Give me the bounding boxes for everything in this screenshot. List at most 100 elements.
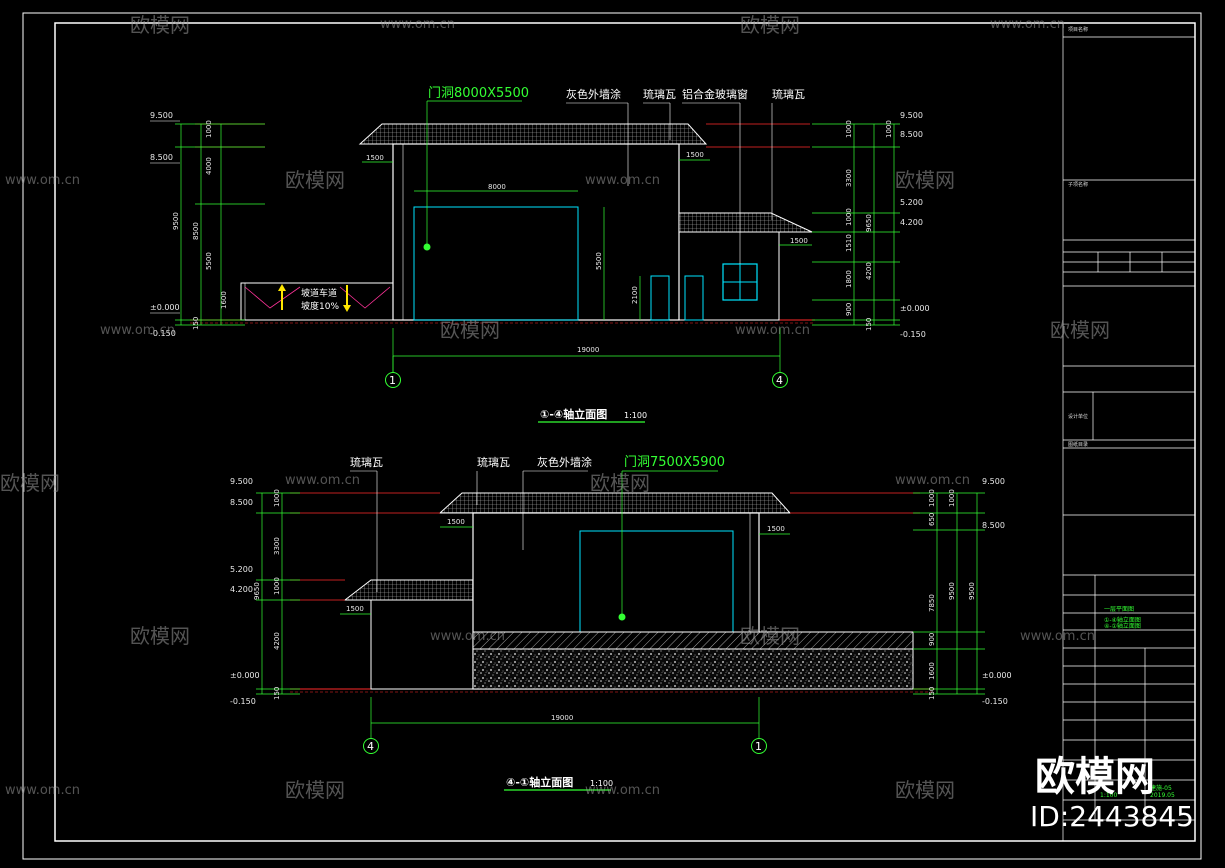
dim-text: 1500 — [366, 154, 384, 162]
tb-scale: 1:100 — [1100, 792, 1117, 799]
svg-text:欧模网: 欧模网 — [440, 318, 500, 342]
dim-text: 3300 — [845, 169, 853, 187]
svg-text:www.om.cn: www.om.cn — [585, 783, 660, 798]
big-door — [579, 530, 734, 633]
dim-text: 8000 — [488, 183, 506, 191]
title-block — [1062, 23, 1195, 841]
dim-text: 900 — [845, 303, 853, 316]
dim-total: 19000 — [551, 714, 573, 722]
tb-item: 一层平面图 — [1104, 606, 1134, 613]
dim-text: 1500 — [686, 151, 704, 159]
dim-text: 5500 — [205, 252, 213, 270]
dim-chain-left — [256, 492, 300, 695]
level-label: 8.500 — [230, 498, 253, 507]
dim-text: 9500 — [172, 212, 180, 230]
annex-roof — [678, 212, 813, 233]
elevation-bottom: 1000 3300 1000 9650 4200 150 9.500 8.500… — [230, 455, 1012, 791]
level-label: ±0.000 — [982, 671, 1012, 680]
axis-bubble-right: 4 — [772, 372, 788, 388]
inner-frame — [54, 22, 1196, 842]
dim-text: 5500 — [595, 252, 603, 270]
axis-bubble-right: 1 — [751, 738, 767, 754]
level-label: 8.500 — [900, 130, 923, 139]
tb-label: 图纸目录 — [1068, 441, 1088, 448]
dim-text: 1600 — [220, 291, 228, 309]
dim-text: 1000 — [885, 120, 893, 138]
annex-roof — [343, 579, 474, 601]
level-label: -0.150 — [900, 330, 926, 339]
svg-text:www.om.cn: www.om.cn — [585, 173, 660, 188]
level-label: ±0.000 — [230, 671, 260, 680]
dim-text: 1500 — [767, 525, 785, 533]
level-label: 5.200 — [230, 565, 253, 574]
big-door — [413, 206, 579, 321]
dim-text: 4000 — [205, 157, 213, 175]
level-label: ±0.000 — [900, 304, 930, 313]
dim-text: 9500 — [968, 582, 976, 600]
dim-text: 150 — [192, 317, 200, 330]
level-label: -0.150 — [230, 697, 256, 706]
svg-text:www.om.cn: www.om.cn — [380, 17, 455, 32]
note-tile-2: 琉璃瓦 — [477, 455, 510, 469]
svg-text:欧模网: 欧模网 — [0, 471, 60, 495]
elevation-scale: 1:100 — [590, 779, 613, 788]
small-door-1 — [650, 275, 670, 321]
svg-text:www.om.cn: www.om.cn — [735, 323, 810, 338]
svg-text:www.om.cn: www.om.cn — [1020, 629, 1095, 644]
ramp-text-1: 坡道车道 — [301, 287, 337, 299]
svg-text:www.om.cn: www.om.cn — [285, 473, 360, 488]
svg-text:4: 4 — [776, 374, 783, 387]
dim-text: 150 — [928, 687, 936, 700]
level-label: 9.500 — [150, 111, 173, 120]
level-label: -0.150 — [150, 329, 176, 338]
watermark-id: ID:2443845 — [1030, 800, 1194, 833]
svg-text:欧模网: 欧模网 — [285, 168, 345, 192]
note-door: 门洞7500X5900 — [624, 455, 725, 470]
outer-frame — [22, 12, 1202, 860]
axis-bubble-left: 4 — [363, 738, 379, 754]
svg-text:www.om.cn: www.om.cn — [100, 323, 175, 338]
note-tile: 琉璃瓦 — [350, 455, 383, 469]
svg-text:欧模网: 欧模网 — [285, 778, 345, 802]
level-label: -0.150 — [982, 697, 1008, 706]
dim-text: 1000 — [928, 489, 936, 507]
dim-text: 4200 — [865, 262, 873, 280]
level-label: 5.200 — [900, 198, 923, 207]
tb-label: 项目名称 — [1068, 26, 1088, 33]
small-door-2 — [684, 275, 704, 321]
dim-text: 1000 — [273, 577, 281, 595]
main-roof — [438, 492, 792, 514]
svg-text:欧模网: 欧模网 — [130, 624, 190, 648]
dim-text: 9650 — [253, 582, 261, 600]
svg-text:欧模网: 欧模网 — [895, 168, 955, 192]
level-label: 9.500 — [982, 477, 1005, 486]
dim-text: 9500 — [948, 582, 956, 600]
dim-text: 1000 — [845, 208, 853, 226]
elevation-top: 坡道车道 坡度10% 1000 4000 9500 8500 5500 1600… — [150, 86, 930, 423]
tb-item: ④-①轴立面图 — [1104, 622, 1141, 630]
dim-text: 9650 — [865, 214, 873, 232]
dim-text: 1000 — [845, 120, 853, 138]
svg-text:www.om.cn: www.om.cn — [990, 17, 1065, 32]
tb-label: 设计单位 — [1068, 413, 1088, 420]
dim-total: 19000 — [577, 346, 599, 354]
axis-bubble-left: 1 — [385, 356, 401, 388]
svg-text:www.om.cn: www.om.cn — [5, 173, 80, 188]
dim-chain-left — [175, 123, 265, 326]
dim-text: 1000 — [205, 120, 213, 138]
svg-text:www.om.cn: www.om.cn — [895, 473, 970, 488]
level-label: 4.200 — [230, 585, 253, 594]
svg-text:欧模网: 欧模网 — [590, 471, 650, 495]
note-tile-2: 琉璃瓦 — [772, 87, 805, 101]
tb-sheet: 建施-05 — [1150, 784, 1172, 792]
svg-text:欧模网: 欧模网 — [1050, 318, 1110, 342]
main-roof — [358, 123, 708, 145]
ramp-text-2: 坡度10% — [301, 300, 339, 312]
level-label: ±0.000 — [150, 303, 180, 312]
ramp: 坡道车道 坡度10% — [240, 282, 394, 321]
dim-text: 900 — [928, 633, 936, 646]
svg-text:4: 4 — [367, 740, 374, 753]
dim-text: 150 — [865, 318, 873, 331]
level-label: 9.500 — [900, 111, 923, 120]
